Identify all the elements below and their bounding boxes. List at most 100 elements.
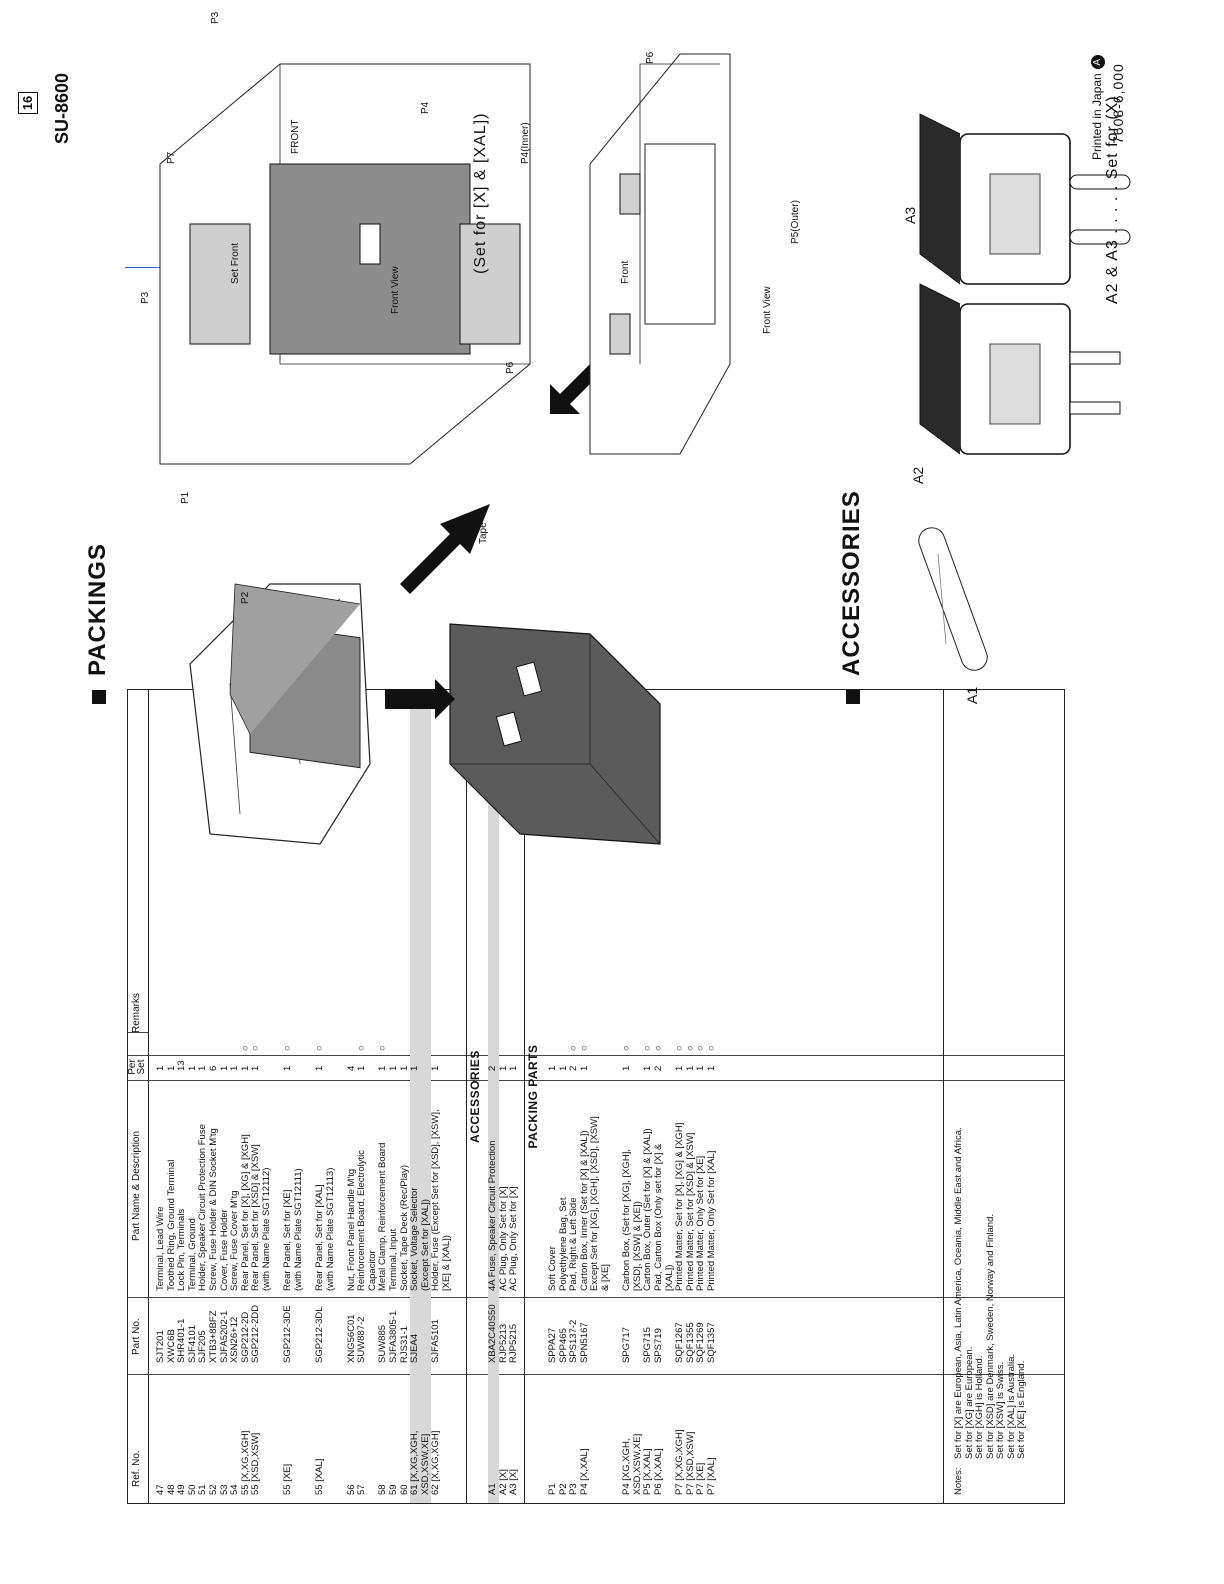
part-no-cell: SQF1267: [674, 1322, 686, 1363]
label-p2: P2: [240, 591, 251, 604]
square-bullet-icon: [845, 690, 860, 704]
ref-cell: 52: [207, 1484, 219, 1495]
ref-cell: P7 [X,XG,XGH]: [674, 1429, 686, 1495]
description-cell: AC Plug, Only Set for [X]: [508, 1186, 520, 1291]
per-set-cell: 2: [652, 1065, 664, 1071]
description-cell: Rear Panel, Set for [XAL]: [313, 1184, 325, 1291]
per-set-cell: 1: [409, 1065, 421, 1071]
per-set-cell: 1: [578, 1065, 590, 1071]
remarks-cell: ○: [621, 1045, 633, 1051]
header-ref-no: Ref. No.: [131, 1450, 142, 1487]
label-p4: P4: [420, 101, 431, 114]
wrapped-set-figure: [449, 623, 661, 845]
remarks-cell: ○: [705, 1045, 717, 1051]
ref-cell: P4 [X,XAL]: [578, 1448, 590, 1495]
description-cell: Carbon Box, (Set for [XG], [XGH],: [621, 1148, 633, 1291]
ref-cell: 54: [229, 1484, 241, 1495]
remarks-cell: ○: [250, 1045, 262, 1051]
part-no-cell: SQF1357: [705, 1322, 717, 1363]
square-bullet-icon: [91, 690, 106, 704]
ref-cell: 55 [XSD,XSW]: [250, 1432, 262, 1495]
part-no-cell: SJT201: [155, 1330, 166, 1363]
arrow-icon: [385, 679, 455, 719]
part-no-cell: SPS719: [652, 1328, 664, 1363]
label-p7: P7: [166, 151, 177, 164]
label-p1: P1: [180, 491, 191, 504]
label-p5-outer: P5(Outer): [790, 200, 801, 244]
part-no-cell: SGP212-3DL: [313, 1306, 325, 1363]
part-no-cell: XTB3+8BFZ: [207, 1310, 219, 1363]
part-no-cell: SPG717: [621, 1327, 633, 1363]
ref-cell: P4 [XG,XGH,: [621, 1438, 633, 1496]
ref-cell: P1: [547, 1483, 558, 1495]
part-no-cell: XBA2C40S50: [487, 1304, 498, 1363]
remarks-cell: ○: [356, 1045, 368, 1051]
remarks-cell: ○: [377, 1045, 389, 1051]
per-set-cell: 1: [621, 1065, 633, 1071]
label-a2: A2: [910, 466, 926, 484]
notes-label: Notes:: [953, 1467, 964, 1495]
ref-cell: 55 [XAL]: [313, 1458, 325, 1495]
label-p3b: P3: [210, 11, 221, 24]
description-cell: Soft Cover: [547, 1246, 558, 1291]
description-cell: Pad, Carton Box (Only set for [X] &: [652, 1143, 664, 1291]
part-no-cell: SJEA4: [409, 1333, 421, 1363]
per-set-cell: 1: [674, 1065, 686, 1071]
description-cell: (with Name Plate SGT12112): [260, 1167, 272, 1291]
label-set-front: Set Front: [230, 242, 241, 284]
part-no-cell: RJP5215: [508, 1323, 520, 1363]
per-set-cell: 2: [487, 1065, 498, 1071]
per-set-cell: 1: [313, 1065, 325, 1071]
header-part-no: Part No.: [131, 1318, 142, 1355]
header-description: Part Name & Description: [131, 1130, 142, 1241]
accessories-title: ACCESSORIES: [838, 490, 865, 676]
per-set-cell: 1: [356, 1065, 368, 1071]
accessories-diagram: [918, 113, 1131, 671]
per-set-cell: 1: [430, 1065, 442, 1071]
accessories-caption: A2 & A3 . . . . . Set for (X): [1104, 95, 1121, 304]
ref-cell: 59: [388, 1484, 400, 1495]
per-set-cell: 1: [250, 1065, 262, 1071]
ac-plug-a3-figure: [919, 113, 1131, 285]
label-a1: A1: [964, 686, 980, 704]
inner-outer-carton-figure: [589, 53, 731, 455]
page-number: 16: [18, 92, 38, 114]
per-set-cell: 1: [229, 1065, 241, 1071]
per-set-cell: 1: [705, 1065, 717, 1071]
per-set-cell: 6: [207, 1065, 219, 1071]
per-set-cell: 1: [282, 1065, 294, 1071]
label-p6b: P6: [645, 51, 656, 64]
description-cell: (with Name Plate SGT12113): [324, 1167, 336, 1291]
model-number: SU-8600: [52, 72, 72, 144]
packings-heading: PACKINGS: [84, 543, 112, 704]
ref-cell: A3 [X]: [508, 1469, 520, 1495]
label-front-view-b: Front View: [762, 286, 773, 334]
per-set-cell: 1: [155, 1065, 166, 1071]
description-cell: Terminal, Input: [388, 1228, 400, 1291]
description-cell: Rear Panel, Set for [XE]: [282, 1189, 294, 1291]
per-set-cell: 1: [508, 1065, 520, 1071]
part-no-cell: SGP212-2DD: [250, 1304, 262, 1363]
packings-title: PACKINGS: [84, 543, 111, 676]
notes-block: Notes: Set for [X] are European, Asia, L…: [943, 690, 1064, 1503]
ref-cell: 55 [XE]: [282, 1463, 294, 1495]
part-no-cell: SUW887-2: [356, 1316, 368, 1363]
per-set-cell: 1: [547, 1065, 558, 1071]
ref-cell: P6 [X,XAL]: [652, 1448, 664, 1495]
header-per-set: Per Set: [127, 1059, 147, 1075]
description-cell: (with Name Plate SGT12111): [292, 1168, 304, 1291]
part-no-cell: SGP212-3DE: [282, 1305, 294, 1363]
label-front-stamp: FRONT: [290, 119, 301, 154]
carton-with-pads-figure: [159, 63, 531, 465]
label-p4-inner: P4(Inner): [520, 122, 531, 164]
ref-cell: 57: [356, 1484, 368, 1495]
ref-cell: P7 [XAL]: [705, 1457, 717, 1496]
note-line: Set for [XE] is England.: [1016, 1360, 1027, 1459]
note-line: Set for [XSW] is Swiss.: [995, 1361, 1006, 1459]
arrow-icon: [400, 504, 490, 594]
note-line: Set for [X] are European, Asia, Latin Am…: [953, 1127, 964, 1459]
note-line: Set for [XGH] is Holland.: [974, 1355, 985, 1459]
label-front-view-a: Front View: [390, 266, 401, 314]
arrow-icon: [550, 364, 600, 414]
